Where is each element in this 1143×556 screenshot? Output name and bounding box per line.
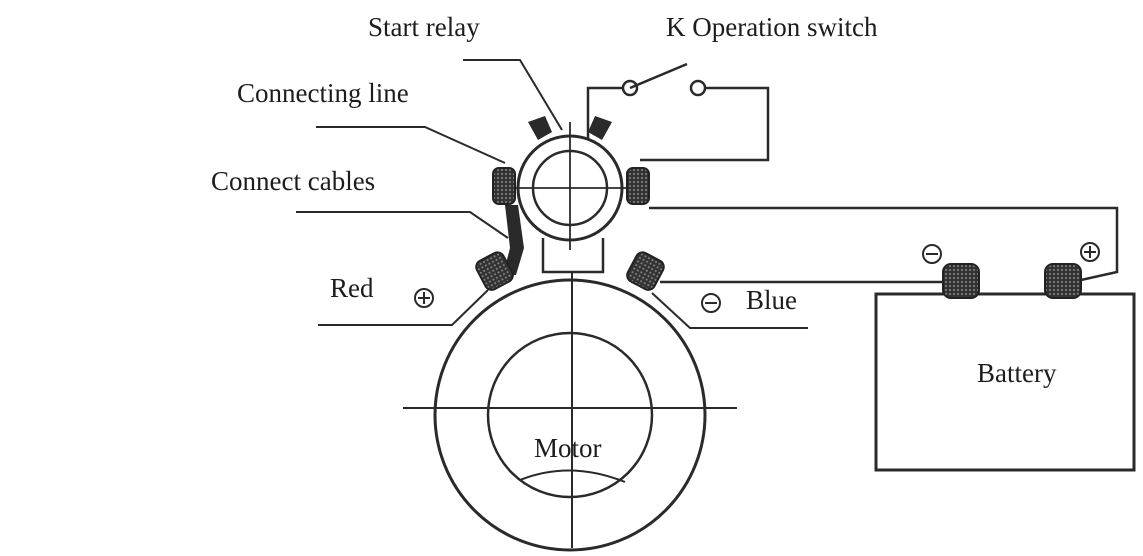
positive-cable	[649, 206, 1119, 282]
switch-left-wire	[586, 86, 623, 140]
connecting-line-leader	[316, 126, 506, 164]
battery-negative-post	[942, 263, 980, 299]
switch-right-contact	[689, 79, 707, 97]
blue-negative-symbol	[701, 293, 721, 313]
relay-mount-bracket	[541, 238, 605, 274]
start-relay-leader	[463, 59, 563, 131]
operation-switch-label: K Operation switch	[666, 12, 878, 42]
relay-left-terminal	[492, 167, 516, 205]
switch-right-wire	[640, 86, 770, 162]
relay-left-tab	[528, 116, 552, 140]
battery-positive-symbol	[1080, 242, 1100, 262]
blue-label: Blue	[746, 285, 797, 315]
blue-leader	[651, 292, 808, 329]
motor-red-terminal	[475, 251, 514, 291]
battery	[874, 242, 1136, 472]
connect-cables-label: Connect cables	[211, 166, 376, 196]
switch-blade	[629, 62, 688, 90]
operation-switch	[586, 62, 770, 162]
motor-inner-circle	[486, 331, 654, 499]
motor-label: Motor	[534, 433, 602, 463]
connecting-line-label: Connecting line	[237, 78, 409, 108]
connect-cables-leader	[296, 211, 509, 239]
red-label: Red	[330, 273, 374, 303]
start-relay-label: Start relay	[368, 12, 480, 42]
motor-outer-housing	[433, 278, 707, 552]
battery-body	[874, 292, 1136, 472]
battery-label: Battery	[977, 358, 1057, 388]
start-relay	[492, 116, 650, 274]
battery-positive-post	[1044, 263, 1082, 299]
red-leader	[318, 289, 489, 326]
relay-right-tab	[588, 116, 612, 140]
motor-lower-arc	[519, 469, 626, 483]
motor-blue-terminal	[626, 251, 665, 291]
connecting-strap	[503, 205, 524, 275]
red-positive-symbol	[414, 288, 434, 308]
battery-negative-symbol	[922, 244, 942, 264]
motor	[403, 272, 737, 552]
relay-right-terminal	[626, 167, 650, 205]
